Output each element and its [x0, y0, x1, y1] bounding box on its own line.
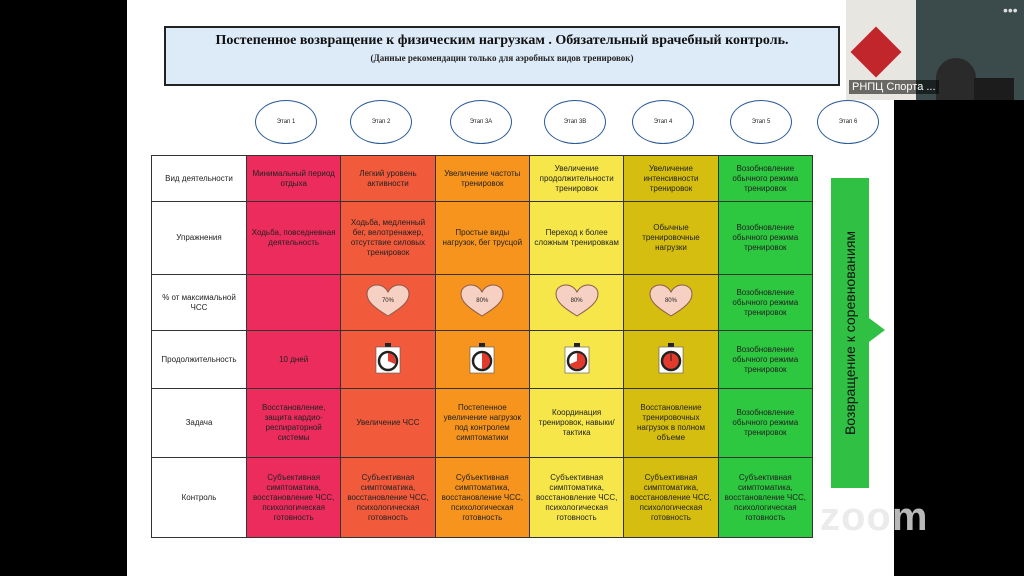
table-cell: 80% [434, 274, 530, 331]
hr-percent-label: 80% [476, 298, 489, 304]
table-cell [340, 330, 436, 389]
table-cell: Возобновление обычного режима тренировок [717, 274, 814, 331]
more-options-icon[interactable]: ••• [1003, 2, 1018, 18]
table-cell: Возобновление обычного режима тренировок [717, 201, 814, 275]
table-cell: Переход к более сложным тренировкам [528, 201, 625, 275]
table-row: Упражнения Ходьба, повседневная деятельн… [151, 201, 814, 275]
table-row: Задача Восстановление, защита кардио-рес… [151, 388, 814, 458]
table-cell: Субъективная симптоматика, восстановлени… [623, 457, 719, 538]
heart-icon: 80% [459, 284, 505, 318]
stage-2-oval: Этап 2 [350, 100, 412, 144]
participant-name-label: РНПЦ Спорта ... [849, 80, 939, 94]
stage-4-oval: Этап 4 [632, 100, 694, 144]
heart-icon: 70% [365, 284, 411, 318]
row-header: Задача [151, 388, 247, 458]
participant-silhouette [936, 58, 976, 100]
table-cell: 80% [623, 274, 719, 331]
table-cell: Обычные тренировочные нагрузки [623, 201, 719, 275]
heart-icon: 80% [554, 284, 600, 318]
return-to-competition-label-wrap: Возвращение к соревнованиям [831, 178, 869, 488]
stage-6-oval: Этап 6 [817, 100, 879, 144]
row-header: Контроль [151, 457, 247, 538]
table-cell: Увеличение интенсивности тренировок [623, 155, 719, 202]
table-cell: Простые виды нагрузок, бег трусцой [434, 201, 530, 275]
stopwatch-icon [658, 343, 684, 374]
stage-1-oval: Этап 1 [255, 100, 317, 144]
table-row: % от максимальной ЧСС 70% 80% 80% [151, 274, 814, 331]
table-cell: Субъективная симптоматика, восстановлени… [528, 457, 625, 538]
stopwatch-icon [564, 343, 589, 374]
arrow-right-icon [869, 318, 885, 342]
row-header: % от максимальной ЧСС [151, 274, 247, 331]
row-header: Продолжительность [151, 330, 247, 389]
table-cell: Возобновление обычного режима тренировок [717, 330, 814, 389]
table-row: Продолжительность 10 дней Возобновление … [151, 330, 814, 389]
hr-percent-label: 70% [381, 298, 394, 304]
table-cell: Ходьба, повседневная деятельность [245, 201, 342, 275]
participant-video-tile[interactable]: РНПЦ Спорта ... [846, 0, 1024, 100]
table-cell: Постепенное увеличение нагрузок под конт… [434, 388, 530, 458]
stage-5-oval: Этап 5 [730, 100, 792, 144]
row-header: Вид деятельности [151, 155, 247, 202]
table-cell: 10 дней [245, 330, 342, 389]
table-cell: Субъективная симптоматика, восстановлени… [245, 457, 342, 538]
organization-logo [850, 26, 902, 78]
slide-subtitle: (Данные рекомендации только для аэробных… [370, 53, 634, 63]
return-to-competition-bar [831, 178, 869, 488]
hr-percent-label: 80% [664, 298, 677, 304]
table-cell [623, 330, 719, 389]
table-cell: Ходьба, медленный бег, велотренажер, отс… [340, 201, 436, 275]
hr-percent-label: 80% [570, 298, 583, 304]
table-cell: Увеличение ЧСС [340, 388, 436, 458]
table-cell [245, 274, 342, 331]
table-cell: Субъективная симптоматика, восстановлени… [717, 457, 814, 538]
return-to-competition-label: Возвращение к соревнованиям [842, 230, 858, 436]
table-row: Вид деятельности Минимальный период отды… [151, 155, 814, 202]
table-cell: Минимальный период отдыха [245, 155, 342, 202]
monitor [974, 78, 1014, 100]
table-cell [528, 330, 625, 389]
table-cell: Увеличение продолжительности тренировок [528, 155, 625, 202]
table-cell: Субъективная симптоматика, восстановлени… [434, 457, 530, 538]
table-row: Контроль Субъективная симптоматика, восс… [151, 457, 814, 538]
stages-table: Вид деятельности Минимальный период отды… [151, 155, 814, 538]
heart-icon: 80% [648, 284, 694, 318]
slide-title: Постепенное возвращение к физическим наг… [215, 33, 789, 48]
table-cell: Восстановление, защита кардио-респиратор… [245, 388, 342, 458]
zoom-watermark: zoom [820, 495, 929, 539]
slide-title-box: Постепенное возвращение к физическим наг… [164, 26, 840, 86]
table-cell: Возобновление обычного режима тренировок [717, 155, 814, 202]
stopwatch-icon [375, 343, 401, 374]
table-cell: Легкий уровень активности [340, 155, 436, 202]
row-header: Упражнения [151, 201, 247, 275]
table-cell: Увеличение частоты тренировок [434, 155, 530, 202]
table-cell: 80% [528, 274, 625, 331]
stage-3a-oval: Этап 3А [450, 100, 512, 144]
table-cell: Координация тренировок, навыки/тактика [528, 388, 625, 458]
table-cell: Возобновление обычного режима тренировок [717, 388, 814, 458]
stopwatch-icon [470, 343, 495, 374]
table-cell [434, 330, 530, 389]
table-cell: Субъективная симптоматика, восстановлени… [340, 457, 436, 538]
table-cell: 70% [340, 274, 436, 331]
presentation-slide: Постепенное возвращение к физическим наг… [127, 0, 894, 576]
stage-3b-oval: Этап 3В [544, 100, 606, 144]
table-cell: Восстановление тренировочных нагрузок в … [623, 388, 719, 458]
